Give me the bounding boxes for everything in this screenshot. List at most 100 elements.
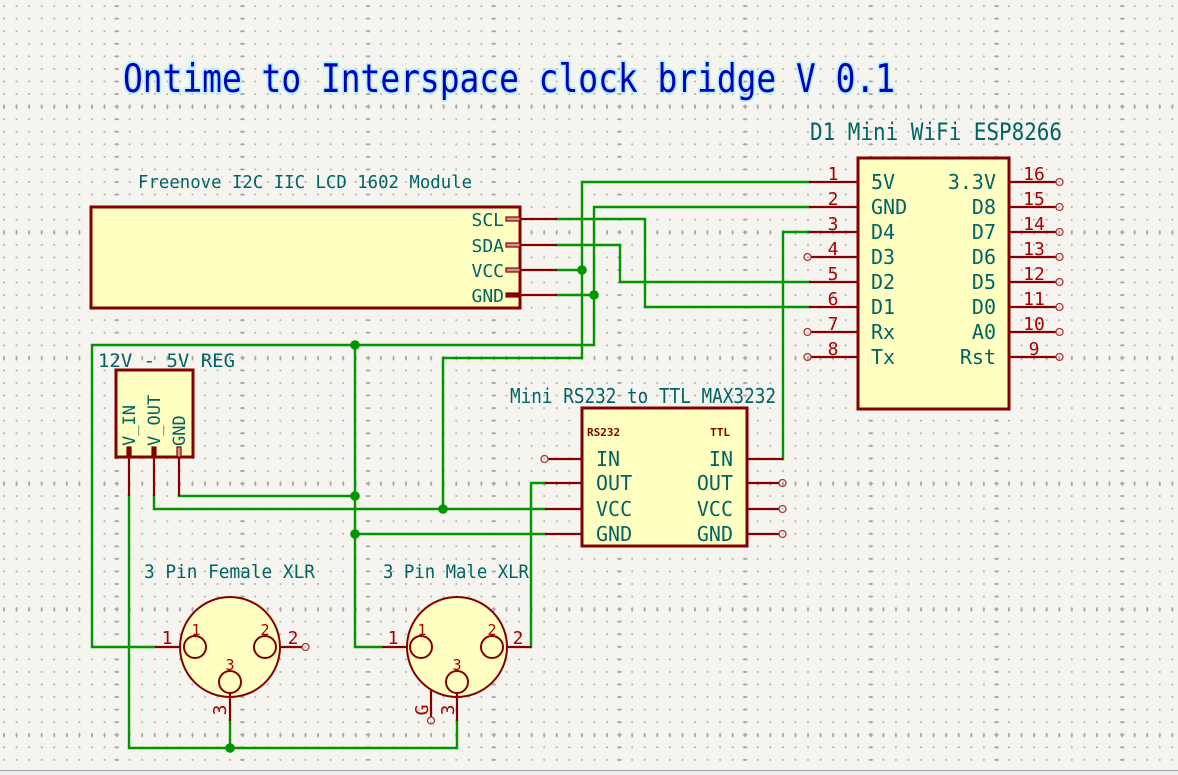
junction-dot[interactable] [350,340,360,350]
junction-dot[interactable] [225,743,235,753]
d1-pin-4-d3[interactable]: 4 D3 [803,239,895,269]
rs232-module-body[interactable] [580,406,749,548]
rs232-ttl-converter-symbol[interactable]: Mini RS232 to TTL MAX3232 RS232 TTL IN O… [510,384,787,548]
pin-number: 13 [1023,239,1045,260]
rs232-pin-out[interactable]: OUT [545,471,632,495]
wire-12v-in[interactable] [127,494,459,750]
rs232-pin-vcc[interactable]: VCC [545,497,632,521]
unconnected-pin-marker [1055,352,1064,362]
wire-rs232-out-to-male-xlr-pin2[interactable] [529,481,547,649]
d1-pin-11-d0[interactable]: 11 D0 [972,289,1064,319]
pin-name: V_OUT [145,395,165,446]
d1-pin-8-tx[interactable]: 8 Tx [803,339,895,369]
inner-pin-number: 2 [487,621,496,639]
female-xlr-pin-2[interactable]: 2 [279,628,310,652]
lcd-pin-vcc[interactable]: VCC [471,261,557,282]
d1-mini-label: D1 Mini WiFi ESP8266 [810,118,1062,146]
pin-name: GND [596,522,632,546]
regulator-pin-v-in[interactable]: V_IN [120,405,140,496]
male-xlr-pin-2[interactable]: 2 [506,628,531,649]
wire-scl[interactable] [555,217,811,309]
male-xlr-pin-g[interactable]: G [412,690,436,725]
junctions [225,265,599,753]
d1-pin-16-3v3[interactable]: 16 3.3V [948,164,1064,194]
d1-pin-1-5v[interactable]: 1 5V [809,164,895,194]
pin-name: 3.3V [948,170,996,194]
junction-dot[interactable] [350,491,360,501]
d1-mini-body[interactable] [856,156,1011,411]
wire-vout-to-rs232-vcc[interactable] [152,494,547,511]
ttl-pin-in[interactable]: IN [709,447,783,471]
unconnected-pin-marker [426,716,436,725]
junction-dot[interactable] [589,290,599,300]
pin-name: Rst [960,345,996,369]
d1-mini-esp8266-symbol[interactable]: D1 Mini WiFi ESP8266 1 5V 2 GND 3 D4 4 D… [803,118,1064,411]
d1-pin-15-d8[interactable]: 15 D8 [972,189,1064,219]
ttl-pin-vcc[interactable]: VCC [697,497,787,521]
wire-d4-to-ttl-in[interactable] [781,230,811,461]
inner-pin-number: 3 [225,656,234,674]
d1-pin-5-d2[interactable]: 5 D2 [809,264,895,294]
rs232-pin-in[interactable]: IN [540,447,620,471]
junction-dot[interactable] [438,504,448,514]
lcd-pin-sda[interactable]: SDA [471,236,557,257]
d1-pin-6-d1[interactable]: 6 D1 [809,289,895,319]
lcd-module-body[interactable] [89,205,522,310]
pin-number: 2 [513,628,524,649]
junction-dot[interactable] [577,265,587,275]
wires [90,180,811,750]
pin-number: 9 [1029,339,1040,360]
pin-name: D7 [972,220,996,244]
lcd-1602-module-symbol[interactable]: Freenove I2C IIC LCD 1602 Module SCL SDA… [89,172,557,310]
pin-stub [176,446,182,458]
rs232-pin-gnd[interactable]: GND [545,522,632,546]
d1-pin-10-a0[interactable]: 10 A0 [972,314,1064,344]
unconnected-pin-marker [778,478,787,488]
unconnected-pin-marker [1055,227,1064,237]
wire-gnd-net[interactable] [90,205,811,649]
lcd-pin-gnd[interactable]: GND [471,286,557,307]
female-xlr-body[interactable] [179,596,281,698]
d1-pin-3-d4[interactable]: 3 D4 [809,214,895,244]
d1-pin-2-gnd[interactable]: 2 GND [809,189,907,219]
pin-name: D1 [871,295,895,319]
regulator-pin-gnd[interactable]: GND [170,415,190,496]
pin-number: 1 [162,628,173,649]
pin-stub [505,292,521,298]
pin-stub [151,446,157,458]
wire-5v-net[interactable] [441,180,811,511]
female-xlr-pin-3[interactable]: 3 [210,693,232,721]
d1-pin-9-rst[interactable]: 9 Rst [960,339,1064,369]
pin-name: IN [596,447,620,471]
regulator-pin-v-out[interactable]: V_OUT [145,395,165,496]
lcd-pin-scl[interactable]: SCL [471,210,557,231]
male-xlr-pin-1[interactable]: 1 [382,628,408,649]
unconnected-pin-marker [1055,302,1064,312]
pin-name: OUT [697,471,733,495]
unconnected-pin-marker [301,642,310,652]
male-xlr-body[interactable] [406,596,508,698]
unconnected-pin-marker [803,252,812,262]
rs232-module-label: Mini RS232 to TTL MAX3232 [510,384,776,408]
d1-pin-12-d5[interactable]: 12 D5 [972,264,1064,294]
unconnected-pin-marker [778,504,787,514]
male-xlr-label: 3 Pin Male XLR [383,561,530,583]
male-xlr-connector-symbol[interactable]: 3 Pin Male XLR 1 2 3 1 2 3 G [382,561,531,725]
d1-pin-13-d6[interactable]: 13 D6 [972,239,1064,269]
female-xlr-connector-symbol[interactable]: 3 Pin Female XLR 1 2 3 1 2 3 [144,561,316,721]
wire-gnd-to-male-xlr-pin1[interactable] [353,343,384,649]
junction-dot[interactable] [350,529,360,539]
ttl-pin-out[interactable]: OUT [697,471,787,495]
pin-stub [505,242,521,248]
voltage-regulator-symbol[interactable]: 12V - 5V REG V_IN V_OUT GND [98,350,235,496]
ttl-pin-gnd[interactable]: GND [697,522,787,546]
male-xlr-pin-3[interactable]: 3 [438,693,459,721]
d1-pin-14-d7[interactable]: 14 D7 [972,214,1064,244]
female-xlr-pin-1[interactable]: 1 [155,628,181,649]
pin-number: 15 [1023,189,1045,210]
schematic-title-text[interactable]: Ontime to Interspace clock bridge V 0.1 [121,55,897,104]
wire-sda[interactable] [555,243,811,284]
rs232-side-header: RS232 [587,426,620,439]
d1-pin-7-rx[interactable]: 7 Rx [803,314,895,344]
